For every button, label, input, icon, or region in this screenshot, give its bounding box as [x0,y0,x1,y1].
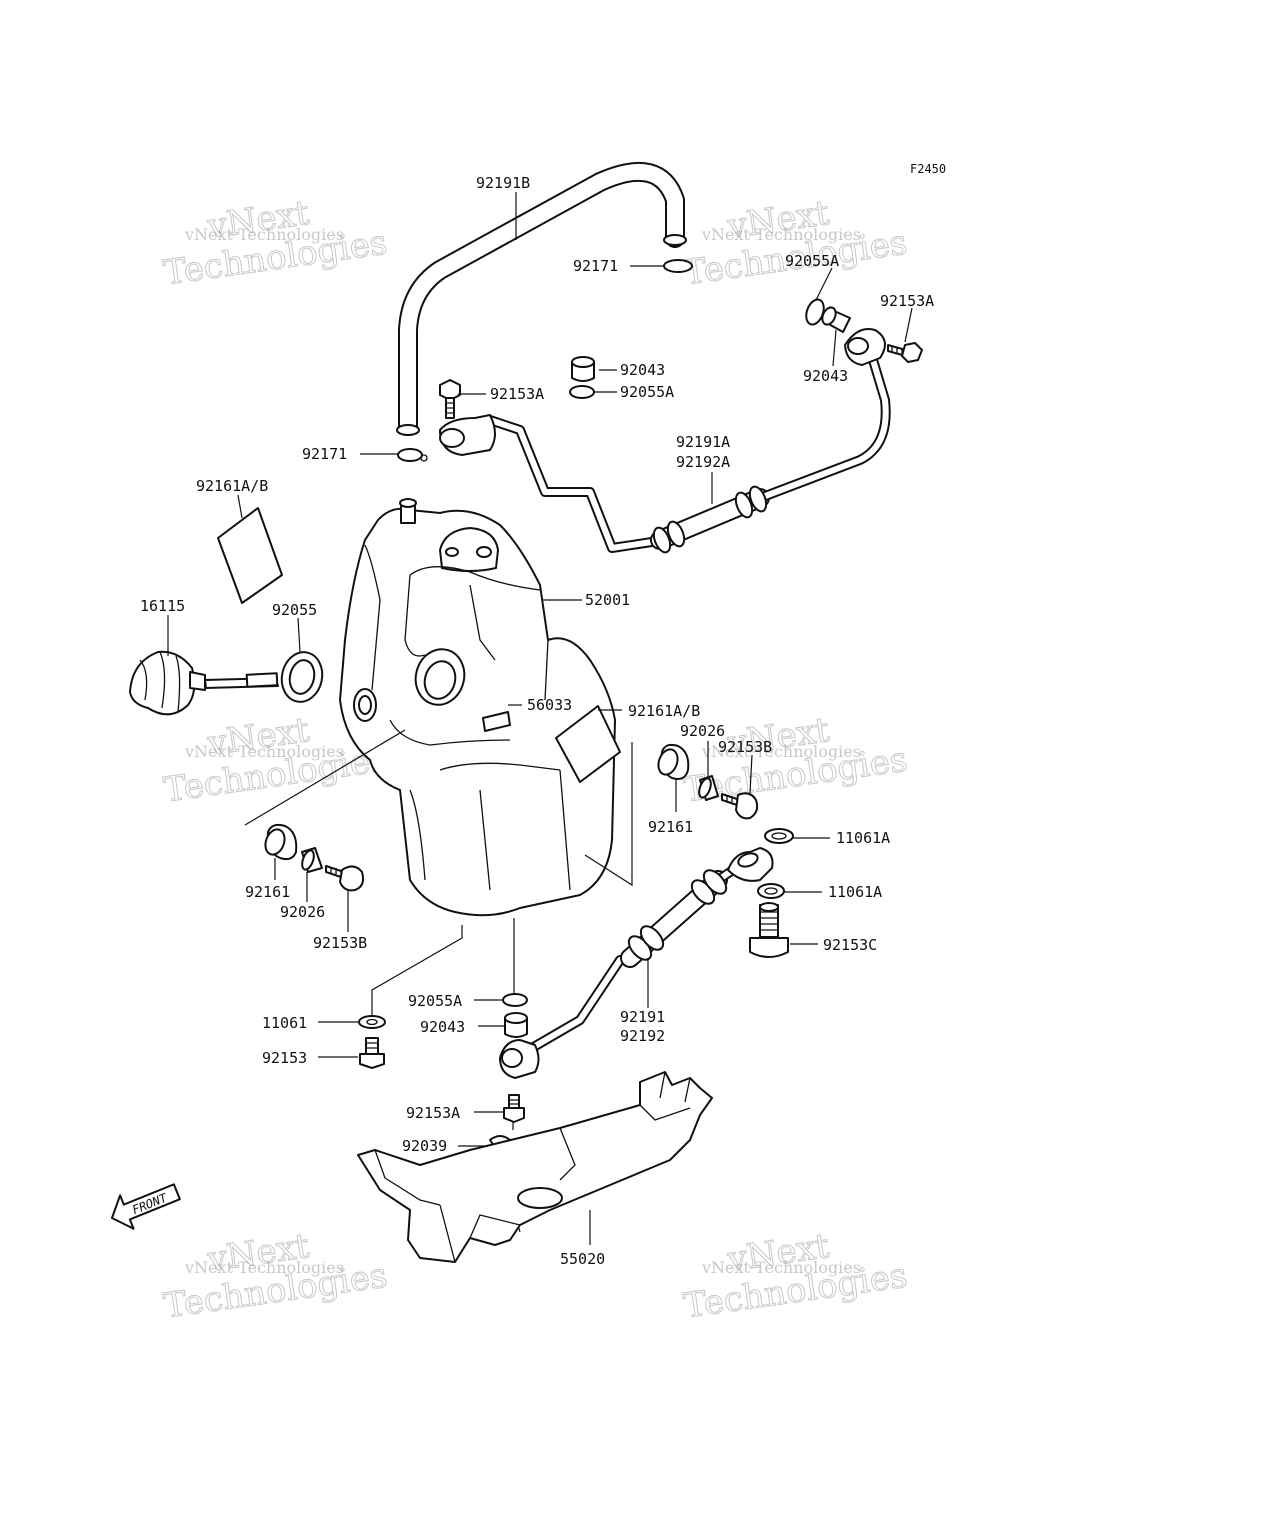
clamp-lower [397,448,428,462]
watermark-small: vNext Technologies [184,742,344,761]
callout-55020: 55020 [560,1250,605,1268]
callout-92055a-top-left: 92055A [620,383,674,401]
callout-92055: 92055 [272,601,317,619]
bolt-92153a-upper-left [439,379,461,419]
callout-92039: 92039 [402,1137,447,1155]
bolt-92153 [359,1037,385,1069]
callout-92043-right: 92043 [803,367,848,385]
callout-92153b-left: 92153B [313,934,367,952]
washer-11061 [358,1015,386,1029]
callout-92171-lower: 92171 [302,445,347,463]
grommet-92161-right [657,743,690,780]
callout-labels: 92191B 92171 92055A 92153A 92043 92043 9… [140,174,934,1268]
bolt-92153a-lower [503,1094,525,1123]
watermark-small: vNext Technologies [701,742,861,761]
watermark-small: vNext Technologies [184,225,344,244]
washer-92055a-lower [502,993,528,1007]
callout-92153: 92153 [262,1049,307,1067]
gasket-92055 [280,651,324,703]
bolt-92153b-right [721,792,759,820]
watermarks: Technologies vNext vNext Technologies Te… [161,193,910,1327]
callout-92153a-top-left: 92153A [490,385,544,403]
front-arrow-icon: FRONT [111,1183,181,1230]
callout-92192: 92192 [620,1027,665,1045]
label-sticker-92161ab-left [217,507,283,604]
skid-plate-55020 [357,1071,713,1263]
washer-92055a-upper-left [569,385,595,399]
callout-92192a: 92192A [676,453,730,471]
callout-92026-right: 92026 [680,722,725,740]
callout-92191: 92191 [620,1008,665,1026]
vent-hose-92191b [396,161,687,436]
callout-92153b-right: 92153B [718,738,772,756]
callout-92026-left: 92026 [280,903,325,921]
callout-92153c: 92153C [823,936,877,954]
callout-16115: 16115 [140,597,185,615]
callout-92161ab-right: 92161A/B [628,702,700,720]
collar-92026-left [301,847,323,873]
callout-92171-top: 92171 [573,257,618,275]
callout-92161-left: 92161 [245,883,290,901]
bolt-92153b-left [325,865,365,892]
label-sticker-92161ab-right [555,705,621,783]
callout-92055a-lower: 92055A [408,992,462,1010]
callout-92161ab-left: 92161A/B [196,477,268,495]
collar-92026-right [698,775,719,801]
callout-52001: 52001 [585,591,630,609]
callout-92191b: 92191B [476,174,530,192]
figure-code: F2450 [910,162,946,176]
lower-fuel-line-92191 [499,847,774,1079]
washer-11061a-top [764,828,794,844]
collar-92043-lower [504,1012,528,1038]
collar-92043-upper-left [571,356,595,382]
callout-92191a: 92191A [676,433,730,451]
callout-11061a-bottom: 11061A [828,883,882,901]
leader-lines [167,192,913,1245]
watermark-small: vNext Technologies [701,1258,861,1277]
callout-11061a-top: 11061A [836,829,890,847]
fuel-tank-52001 [339,498,616,917]
callout-92153a-top-right: 92153A [880,292,934,310]
callout-56033: 56033 [527,696,572,714]
fuel-cap-16115 [129,650,279,716]
feed-pipe-92191a [439,328,891,554]
collar-92043-upper-right [821,306,851,333]
callout-92161-right: 92161 [648,818,693,836]
clamp-top [663,259,693,273]
callout-92055a-top-right: 92055A [785,252,839,270]
watermark-small: vNext Technologies [184,1258,344,1277]
washer-11061a-bottom [757,883,785,899]
callout-11061: 11061 [262,1014,307,1032]
callout-92043-top: 92043 [620,361,665,379]
grommet-92161-left [264,823,298,861]
banjo-bolt-92153c [749,902,789,958]
callout-92153a-lower: 92153A [406,1104,460,1122]
watermark-small: vNext Technologies [701,225,861,244]
callout-92043-lower: 92043 [420,1018,465,1036]
bolt-92153a-upper-right [887,342,923,363]
